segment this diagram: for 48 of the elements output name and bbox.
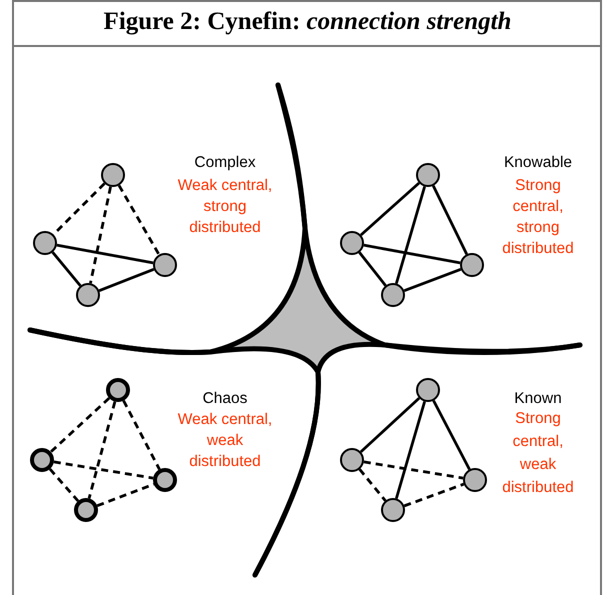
network-node xyxy=(340,448,364,472)
network-node xyxy=(381,498,405,522)
connection-line xyxy=(122,400,161,470)
network-node xyxy=(74,498,98,522)
connection-line xyxy=(96,482,154,508)
network-node xyxy=(153,468,177,492)
connection-line xyxy=(360,182,420,236)
connection-line xyxy=(54,460,154,480)
connection-line xyxy=(395,401,426,499)
connection-line xyxy=(360,397,420,453)
connection-line xyxy=(48,468,80,502)
network-node xyxy=(463,468,487,492)
connection-line xyxy=(56,244,154,264)
connection-line xyxy=(364,244,460,264)
network-node xyxy=(416,378,440,402)
figure-title: Figure 2: Cynefin: connection strength xyxy=(102,8,512,36)
connection-line xyxy=(89,186,112,284)
connection-line xyxy=(358,252,387,286)
connection-line xyxy=(118,184,160,256)
network-node xyxy=(33,231,57,255)
network-node xyxy=(460,253,484,277)
network-node xyxy=(153,253,177,277)
network-node xyxy=(381,283,405,307)
connection-line xyxy=(50,397,110,453)
connection-line xyxy=(404,268,462,292)
connection-line xyxy=(404,482,464,508)
connection-line xyxy=(432,185,468,255)
network-node xyxy=(76,283,100,307)
quadrant-description: Strong central, weak distributed xyxy=(501,409,575,498)
quadrant-description: Weak central, strong distributed xyxy=(176,176,274,238)
connection-line xyxy=(395,186,426,284)
connection-line xyxy=(98,268,154,292)
quadrant-name: Complex xyxy=(193,153,257,173)
quadrant-description: Weak central, weak distributed xyxy=(176,410,274,472)
connection-line xyxy=(364,460,464,480)
quadrant-name: Chaos xyxy=(202,389,248,409)
connection-line xyxy=(358,468,386,502)
network-node xyxy=(30,448,54,472)
network-node xyxy=(416,163,440,187)
network-node xyxy=(340,231,364,255)
quadrant-description: Strong central, strong distributed xyxy=(501,176,575,259)
quadrant-name: Known xyxy=(513,389,563,409)
network-node xyxy=(106,378,130,402)
network-node xyxy=(101,163,125,187)
quadrant-name: Knowable xyxy=(502,153,574,173)
connection-line xyxy=(432,400,471,470)
connection-line xyxy=(52,251,82,287)
connection-line xyxy=(88,401,116,499)
